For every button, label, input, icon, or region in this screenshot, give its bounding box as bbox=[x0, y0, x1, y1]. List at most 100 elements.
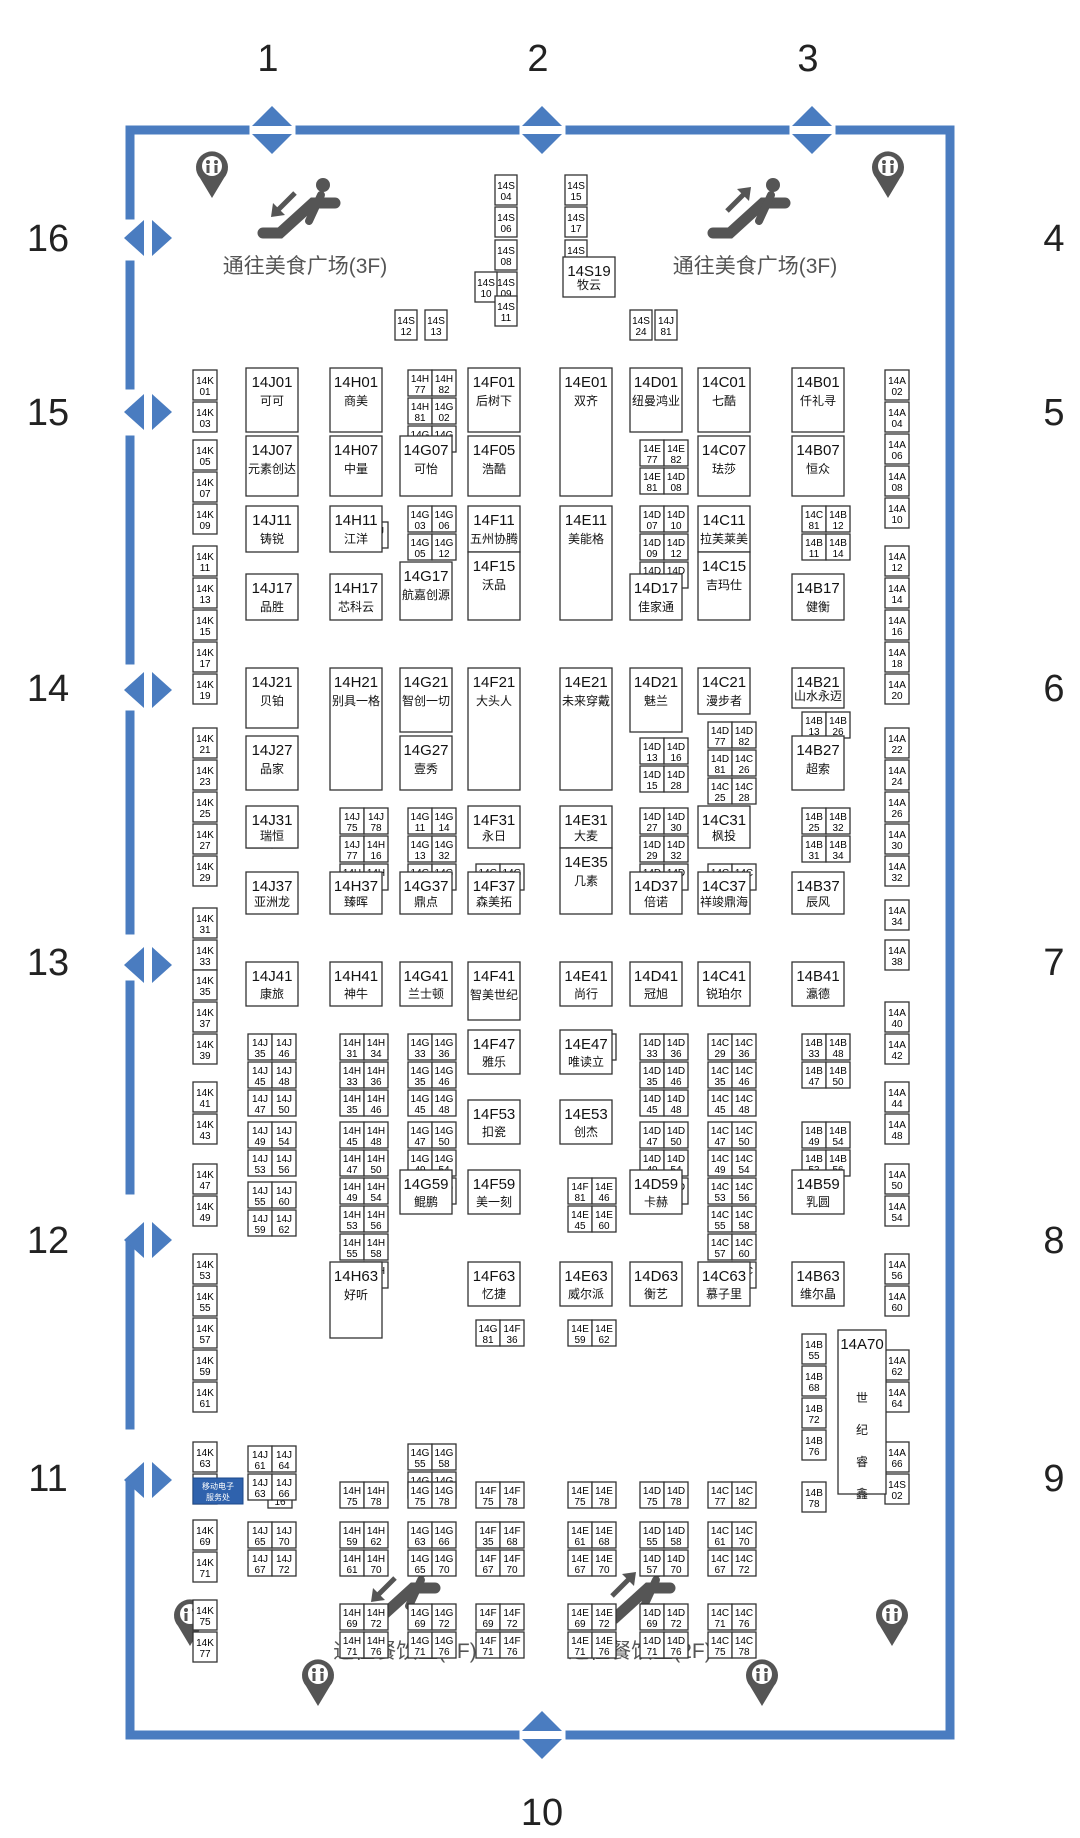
gate-8[interactable]: 8 bbox=[1043, 1220, 1064, 1262]
gate-3[interactable]: 3 bbox=[792, 38, 832, 154]
